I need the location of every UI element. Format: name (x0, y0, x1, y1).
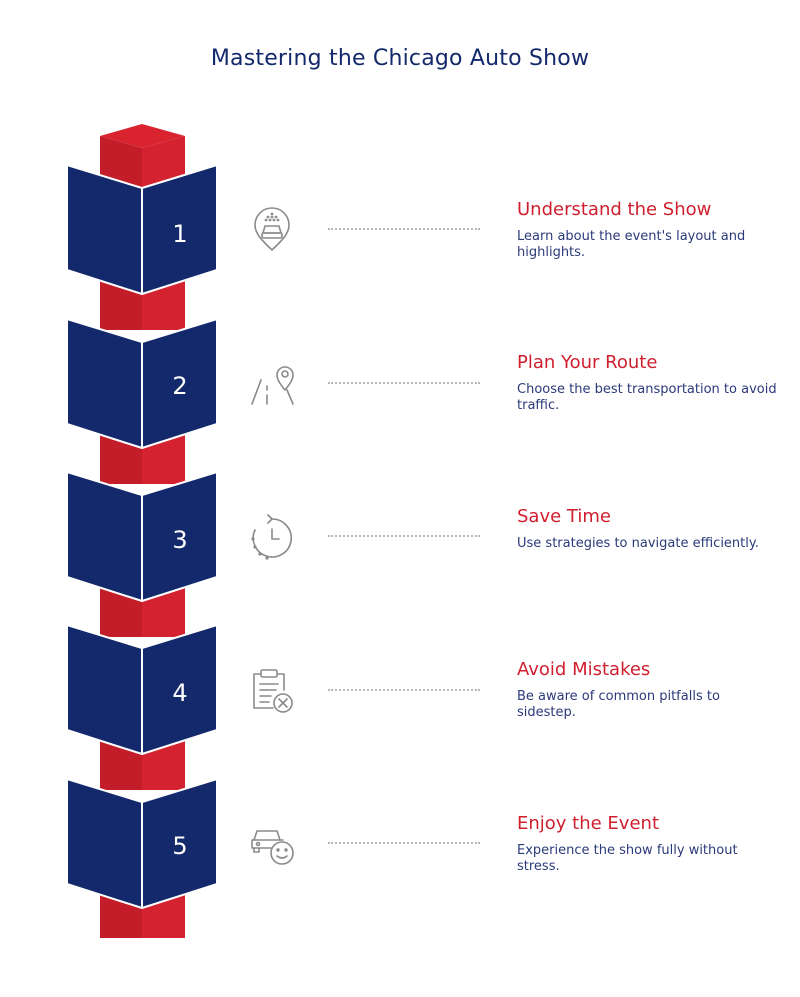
dotted-connector-2 (328, 382, 480, 384)
block-2: 2 (66, 318, 218, 449)
step-description: Use strategies to navigate efficiently. (517, 536, 759, 551)
car-smile-icon (247, 820, 297, 870)
step-title: Save Time (517, 506, 611, 527)
step-number-1: 1 (172, 220, 187, 248)
step-description: Experience the show fully without stress… (517, 843, 738, 874)
clock-refresh-icon (247, 514, 297, 564)
dotted-connector-3 (328, 535, 480, 537)
block-5: 5 (66, 778, 218, 909)
step-description: Choose the best transportation to avoid … (517, 382, 777, 413)
page-title: Mastering the Chicago Auto Show (210, 46, 590, 71)
step-title: Understand the Show (517, 199, 712, 220)
road-pin-icon (247, 360, 297, 410)
step-number-5: 5 (172, 832, 187, 860)
clipboard-x-icon (247, 666, 297, 716)
red-connector-1-2 (100, 280, 185, 330)
step-5: Enjoy the Event Experience the show full… (517, 813, 777, 875)
step-description: Be aware of common pitfalls to sidestep. (517, 689, 720, 720)
step-3: Save Time Use strategies to navigate eff… (517, 506, 777, 552)
red-connector-top (100, 124, 185, 190)
step-number-4: 4 (172, 679, 187, 707)
step-1: Understand the Show Learn about the even… (517, 199, 777, 261)
block-4: 4 (66, 624, 218, 755)
dotted-connector-5 (328, 842, 480, 844)
step-4: Avoid Mistakes Be aware of common pitfal… (517, 659, 777, 721)
step-title: Avoid Mistakes (517, 659, 651, 680)
car-location-pin-icon (247, 205, 297, 255)
step-title: Enjoy the Event (517, 813, 659, 834)
step-title: Plan Your Route (517, 352, 658, 373)
block-1: 1 (66, 164, 218, 295)
step-description: Learn about the event's layout and highl… (517, 229, 746, 260)
dotted-connector-4 (328, 689, 480, 691)
block-3: 3 (66, 471, 218, 602)
dotted-connector-1 (328, 228, 480, 230)
step-number-2: 2 (172, 372, 187, 400)
step-2: Plan Your Route Choose the best transpor… (517, 352, 777, 414)
step-number-3: 3 (172, 526, 187, 554)
